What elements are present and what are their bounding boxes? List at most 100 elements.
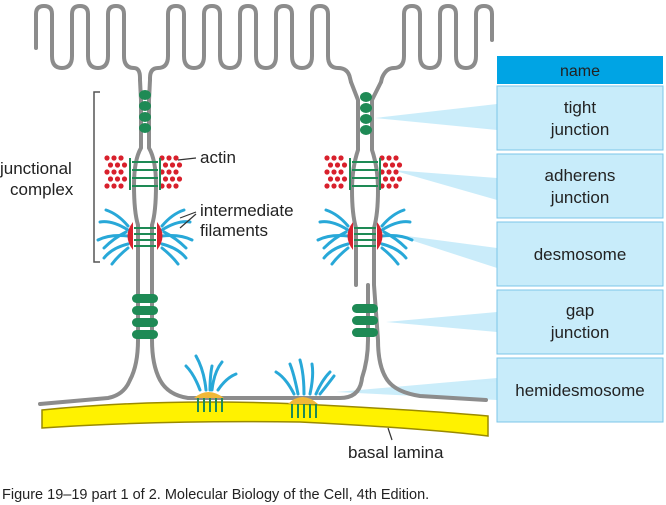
lateral-membrane-left-b (147, 78, 370, 400)
actin-leader (177, 157, 197, 161)
actin-filament-dot (393, 155, 399, 161)
desmosome-plaque (127, 222, 133, 250)
actin-filament-dot (386, 155, 392, 161)
tj-bead (139, 90, 151, 100)
actin-filament-dot (338, 155, 344, 161)
label-pointers (336, 104, 497, 400)
actin-filament-dot (324, 183, 330, 189)
actin-filament-dot (121, 162, 128, 168)
if-leader (179, 213, 197, 229)
tj-bead (360, 125, 372, 135)
pointer-adherens (392, 170, 497, 200)
pointer-hemidesmosome (336, 378, 497, 400)
actin-filament-dot (166, 155, 172, 161)
header-label: name (560, 63, 600, 80)
actin-bundle (379, 155, 403, 189)
junction-label-panel: name tight junction adherens junction de… (496, 56, 664, 423)
actin-filament-dot (104, 169, 110, 175)
junctional-complex-label: complex (10, 180, 74, 199)
basal-lamina-leader (387, 427, 393, 441)
label-box-tight-junction (496, 85, 664, 151)
lateral-membrane-right-b (370, 80, 488, 402)
actin-filament-dot (111, 183, 117, 189)
junctional-complex-bracket (93, 91, 100, 263)
actin-filament-dot (396, 176, 403, 182)
desmosome-left (96, 208, 194, 266)
actin-filament-dot (169, 162, 176, 168)
box-text: desmosome (534, 245, 627, 264)
actin-filament-dot (324, 169, 330, 175)
header-box (497, 56, 663, 84)
actin-filament-dot (111, 169, 117, 175)
actin-filament-dot (118, 169, 124, 175)
label-box-desmosome (496, 221, 664, 287)
actin-filament-dot (334, 176, 341, 182)
actin-filament-dot (166, 169, 172, 175)
actin-bundle (159, 155, 183, 189)
basal-lamina (41, 401, 489, 437)
actin-filament-dot (389, 162, 396, 168)
tj-bead (360, 103, 372, 113)
label-box-gap-junction (496, 289, 664, 355)
actin-filament-dot (327, 176, 334, 182)
desmosome-plaque (347, 222, 353, 250)
actin-filament-dot (393, 169, 399, 175)
desmosome-plaque (377, 222, 383, 250)
actin-filament-dot (114, 176, 121, 182)
label-box-adherens-junction (496, 153, 664, 219)
actin-filament-dot (111, 155, 117, 161)
actin-filament-dot (173, 169, 179, 175)
gap-junction-right (352, 304, 378, 337)
box-text: junction (550, 188, 610, 207)
actin-filament-dot (331, 183, 337, 189)
box-text: hemidesmosome (515, 381, 644, 400)
actin-filament-dot (327, 162, 334, 168)
basal-lamina-label: basal lamina (348, 443, 444, 462)
intermediate-filaments-label: intermediate (200, 201, 294, 220)
actin-filament-dot (166, 183, 172, 189)
box-text: tight (564, 98, 596, 117)
tj-bead (360, 92, 372, 102)
lateral-membrane-left-a (38, 78, 143, 406)
gap-junction-left (132, 294, 158, 339)
actin-bundle (324, 155, 348, 189)
pointer-gap (386, 312, 497, 332)
actin-filament-dot (107, 162, 114, 168)
actin-filament-dot (121, 176, 128, 182)
tj-bead (139, 101, 151, 111)
actin-filament-dot (331, 169, 337, 175)
hemidesmosome-1 (184, 354, 238, 412)
figure-caption: Figure 19–19 part 1 of 2. Molecular Biol… (2, 487, 429, 503)
adherens-junction-left (104, 155, 183, 190)
microvilli-outline (34, 4, 494, 84)
desmosome-plaque (157, 222, 163, 250)
actin-filament-dot (104, 155, 110, 161)
actin-filament-dot (114, 162, 121, 168)
actin-filament-dot (396, 162, 403, 168)
box-text: junction (550, 120, 610, 139)
actin-bundle (104, 155, 128, 189)
box-text: junction (550, 323, 610, 342)
tj-bead (139, 112, 151, 122)
actin-filament-dot (162, 162, 169, 168)
actin-filament-dot (118, 155, 124, 161)
actin-filament-dot (389, 176, 396, 182)
tight-junction-proteins (139, 90, 372, 135)
actin-filament-dot (382, 176, 389, 182)
actin-filament-dot (331, 155, 337, 161)
actin-filament-dot (386, 183, 392, 189)
actin-filament-dot (176, 176, 183, 182)
actin-filament-dot (382, 162, 389, 168)
actin-filament-dot (173, 155, 179, 161)
actin-filament-dot (386, 169, 392, 175)
adherens-junction-right (324, 155, 403, 190)
lateral-membrane-right-a (349, 80, 360, 287)
actin-filament-dot (341, 162, 348, 168)
actin-filament-dot (324, 155, 330, 161)
desmosome-right (316, 208, 414, 266)
actin-filament-dot (118, 183, 124, 189)
actin-filament-dot (169, 176, 176, 182)
actin-filament-dot (107, 176, 114, 182)
box-text: gap (566, 301, 594, 320)
